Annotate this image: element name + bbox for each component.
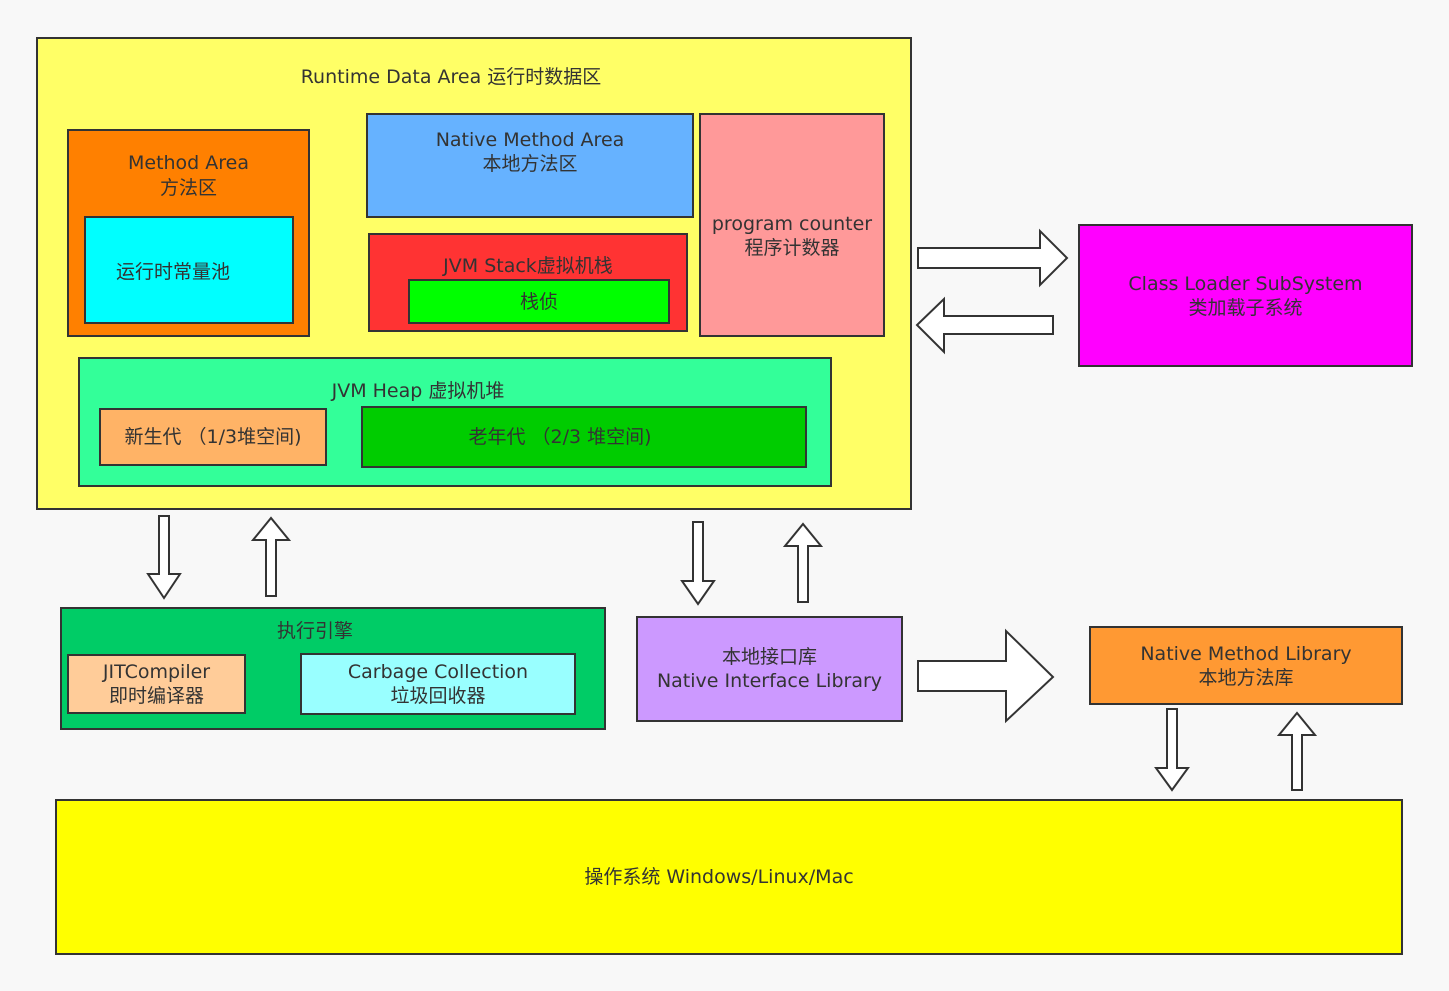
jit-compiler-subtitle: 即时编译器 xyxy=(108,685,204,707)
native-interface-title: 本地接口库 xyxy=(721,646,817,668)
arrow-right-to-native-library-icon xyxy=(917,628,1055,724)
class-loader-subtitle: 类加载子系统 xyxy=(1188,296,1303,319)
young-generation-label: 新生代 （1/3堆空间) xyxy=(124,426,302,448)
runtime-constant-pool-label: 运行时常量池 xyxy=(116,261,231,283)
jit-compiler-title: JITCompiler xyxy=(102,661,211,683)
operating-system-label: 操作系统 Windows/Linux/Mac xyxy=(584,866,854,888)
garbage-collection: Carbage Collection 垃圾回收器 xyxy=(300,653,576,715)
program-counter-subtitle: 程序计数器 xyxy=(744,237,840,259)
class-loader-title: Class Loader SubSystem xyxy=(1128,272,1363,295)
arrow-down-to-native-interface-icon xyxy=(680,521,716,606)
old-generation: 老年代 （2/3 堆空间) xyxy=(361,406,807,468)
arrow-up-from-os-icon xyxy=(1276,711,1318,791)
native-method-library-subtitle: 本地方法库 xyxy=(1198,666,1294,689)
garbage-collection-title: Carbage Collection xyxy=(347,661,529,683)
native-method-library-title: Native Method Library xyxy=(1140,642,1352,665)
jvm-heap-title: JVM Heap 虚拟机堆 xyxy=(331,380,505,402)
native-method-area-subtitle: 本地方法区 xyxy=(482,153,578,175)
old-generation-label: 老年代 （2/3 堆空间) xyxy=(468,426,652,448)
program-counter: program counter 程序计数器 xyxy=(699,113,885,337)
arrow-left-from-class-loader-icon xyxy=(915,296,1054,355)
garbage-collection-subtitle: 垃圾回收器 xyxy=(390,685,486,707)
arrow-right-to-class-loader-icon xyxy=(917,228,1069,288)
young-generation: 新生代 （1/3堆空间) xyxy=(99,408,327,466)
arrow-up-from-native-interface-icon xyxy=(782,522,824,603)
native-method-area: Native Method Area 本地方法区 xyxy=(366,113,694,218)
program-counter-title: program counter xyxy=(711,213,873,235)
native-interface-subtitle: Native Interface Library xyxy=(656,670,883,692)
method-area-subtitle: 方法区 xyxy=(159,177,217,199)
runtime-data-area-title: Runtime Data Area 运行时数据区 xyxy=(300,66,602,88)
operating-system: 操作系统 Windows/Linux/Mac xyxy=(55,799,1403,955)
arrow-down-to-os-icon xyxy=(1154,708,1190,792)
class-loader-subsystem: Class Loader SubSystem 类加载子系统 xyxy=(1078,224,1413,367)
arrow-down-to-execution-engine-icon xyxy=(146,515,182,600)
native-interface-library: 本地接口库 Native Interface Library xyxy=(636,616,903,722)
stack-frame: 栈侦 xyxy=(408,279,670,324)
method-area-title: Method Area xyxy=(127,152,250,174)
execution-engine-title: 执行引擎 xyxy=(276,620,353,642)
native-method-area-title: Native Method Area xyxy=(435,129,625,151)
jit-compiler: JITCompiler 即时编译器 xyxy=(67,654,246,714)
runtime-constant-pool: 运行时常量池 xyxy=(84,216,294,324)
stack-frame-label: 栈侦 xyxy=(519,290,558,313)
native-method-library: Native Method Library 本地方法库 xyxy=(1089,626,1403,705)
jvm-stack-title: JVM Stack虚拟机栈 xyxy=(443,255,613,277)
arrow-up-from-execution-engine-icon xyxy=(250,516,292,597)
